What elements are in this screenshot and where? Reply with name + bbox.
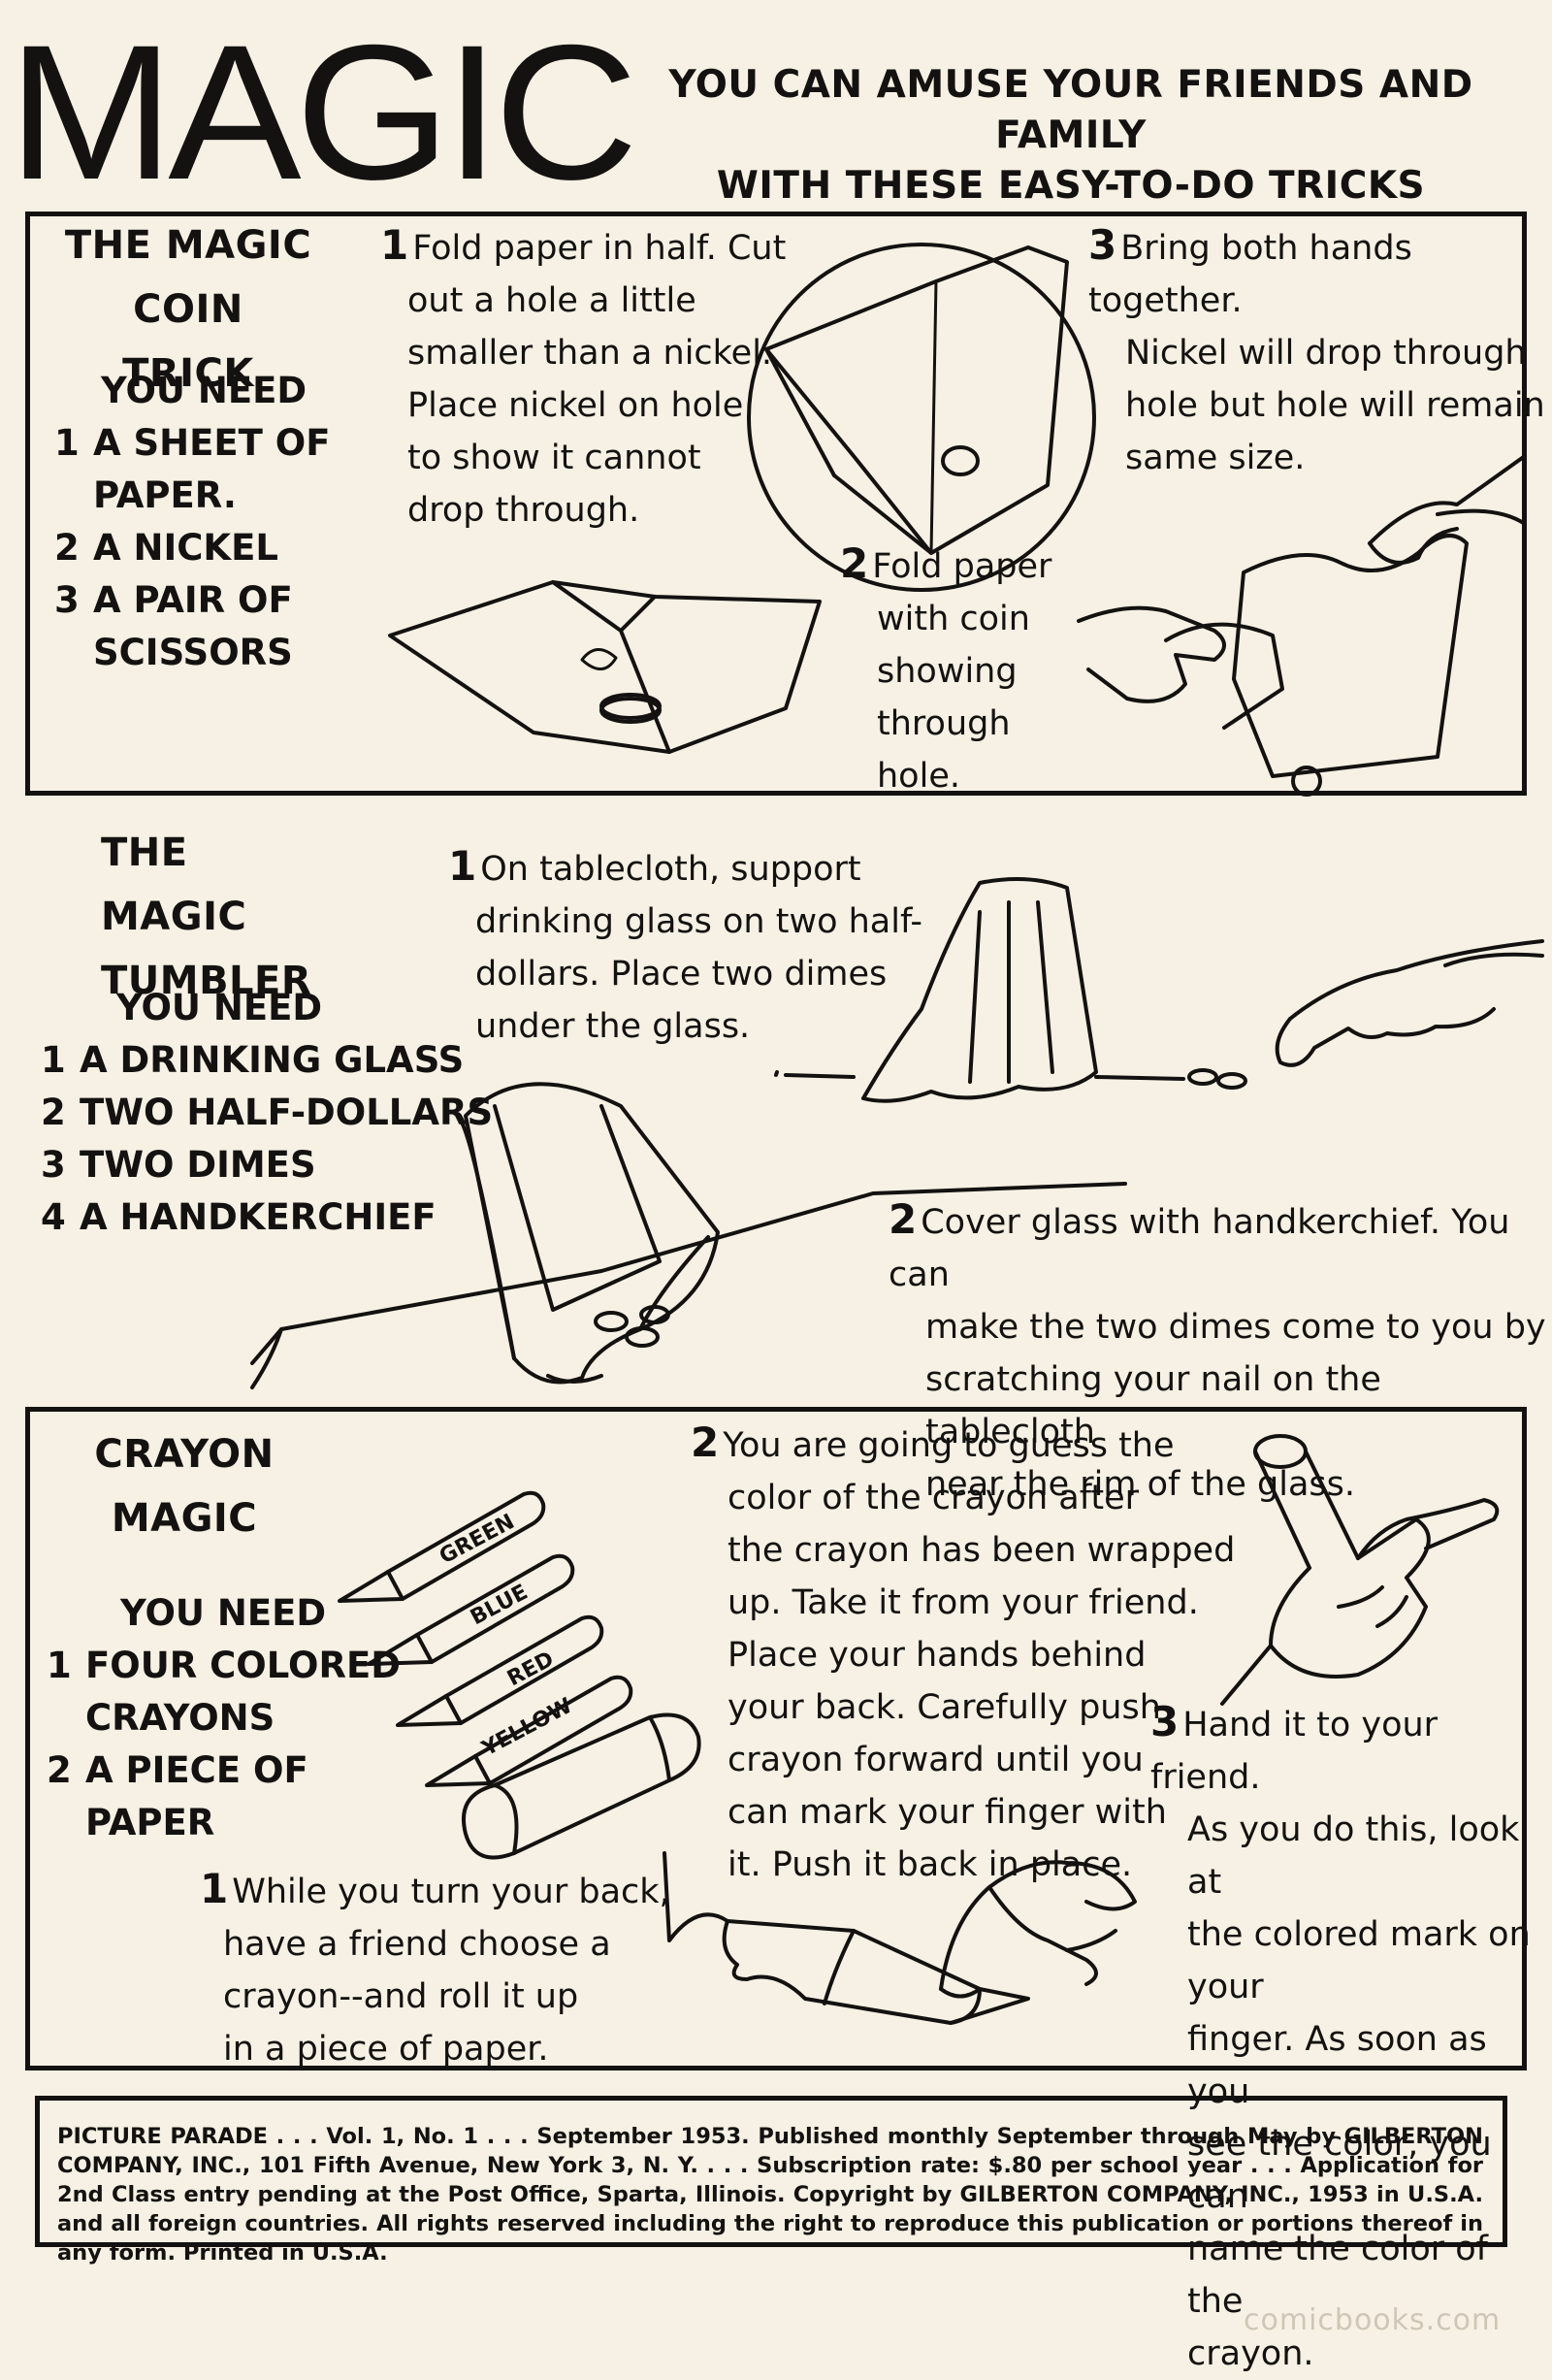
need-item-1-cont: PAPER. xyxy=(93,474,237,516)
tumbler-title-1: THE MAGIC xyxy=(101,831,247,939)
coin-trick-title-2: COIN TRICK xyxy=(122,287,254,396)
subtitle-line-2: WITH THESE EASY-TO-DO TRICKS xyxy=(716,164,1426,208)
coin-trick-panel xyxy=(25,212,1527,796)
need-item-3-cont: SCISSORS xyxy=(93,632,293,673)
crayon-need-2-cont: PAPER xyxy=(85,1802,215,1843)
paper-roll xyxy=(462,1712,701,1860)
hand-pushing-crayon-illustration xyxy=(663,1851,1137,2025)
folded-paper-illustration xyxy=(388,580,822,754)
crayon-blue: BLUE xyxy=(367,1553,575,1666)
coin-trick-title-1: THE MAGIC xyxy=(64,223,312,268)
coin-trick-you-need: YOU NEED xyxy=(101,370,307,411)
page-title: MAGIC xyxy=(8,5,638,219)
watermark: comicbooks.com xyxy=(1244,2303,1502,2337)
hand-holding-roll-illustration xyxy=(1220,1434,1500,1706)
magnified-circle-illustration xyxy=(747,243,1096,592)
crayon-you-need: YOU NEED xyxy=(120,1592,327,1634)
tumbler-you-need: YOU NEED xyxy=(116,987,323,1028)
tilted-glass-illustration xyxy=(250,1082,1127,1389)
publication-info: PICTURE PARADE . . . Vol. 1, No. 1 . . .… xyxy=(35,2096,1507,2266)
crayon-panel xyxy=(25,1407,1527,2070)
crayons-illustration: GREEN BLUE RED YELLOW xyxy=(338,1490,701,1860)
crayon-heading: CRAYON MAGIC xyxy=(87,1422,281,1550)
coin-trick-heading: THE MAGIC COIN TRICK xyxy=(62,213,314,406)
hands-illustration xyxy=(1077,454,1527,797)
subtitle-line-1: YOU CAN AMUSE YOUR FRIENDS AND FAMILY xyxy=(668,63,1473,157)
tumbler-title-2: TUMBLER xyxy=(101,959,312,1003)
covered-glass-illustration xyxy=(774,877,1544,1103)
tumbler-heading: THE MAGIC TUMBLER xyxy=(72,821,343,1013)
page-subtitle: YOU CAN AMUSE YOUR FRIENDS AND FAMILY WI… xyxy=(596,60,1546,212)
crayon-need-1-cont: CRAYONS xyxy=(85,1697,275,1739)
crayon-title-2: MAGIC xyxy=(111,1496,258,1541)
crayon-title-1: CRAYON xyxy=(94,1432,275,1477)
